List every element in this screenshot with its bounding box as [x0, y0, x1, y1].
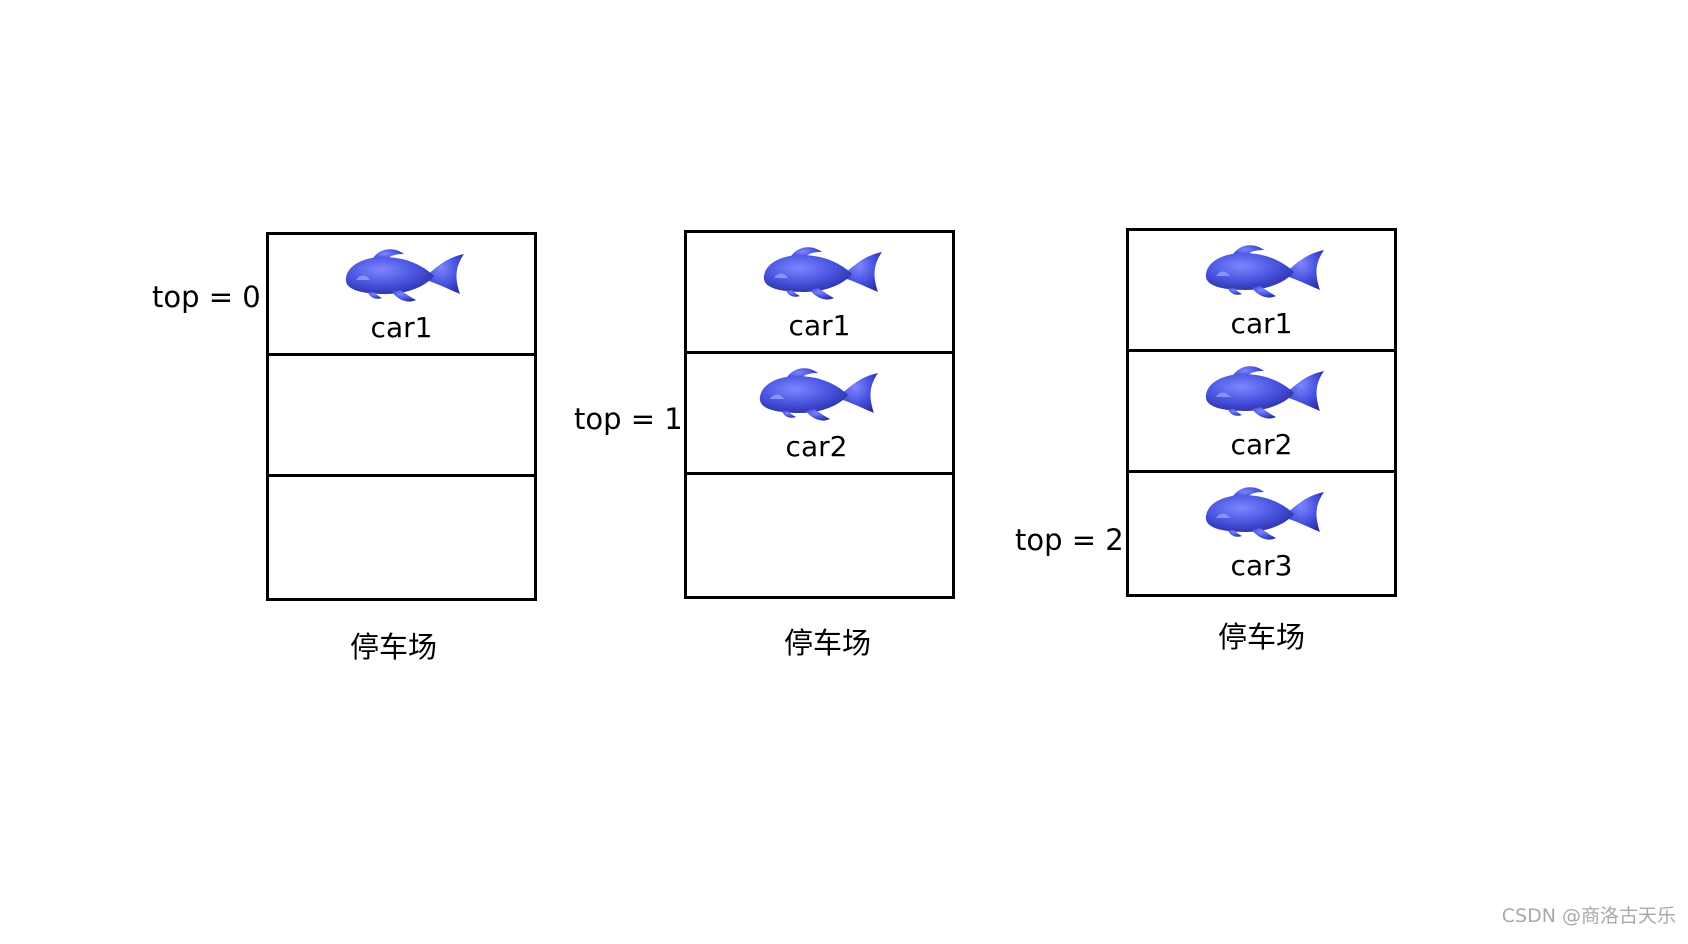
- car-label: car2: [1230, 428, 1293, 461]
- fish-icon: [756, 363, 881, 425]
- car-label: car1: [370, 311, 433, 344]
- stack-slot: car3: [1129, 473, 1394, 594]
- car-label: car3: [1230, 549, 1293, 582]
- fish-icon: [1202, 482, 1327, 544]
- parking-stack: car1 car2: [684, 230, 955, 599]
- top-pointer-label: top = 1: [574, 402, 683, 436]
- fish-icon: [760, 242, 885, 304]
- stack-slot: car1: [687, 233, 952, 354]
- car-label: car1: [1230, 307, 1293, 340]
- stack-slot: [269, 356, 534, 477]
- parking-stack: car1: [266, 232, 537, 601]
- car-label: car1: [788, 309, 851, 342]
- car-label: car2: [785, 430, 848, 463]
- parking-lot-caption: 停车场: [783, 626, 871, 660]
- parking-lot-caption: 停车场: [349, 630, 437, 664]
- fish-icon: [1202, 361, 1327, 423]
- top-pointer-label: top = 2: [1015, 523, 1124, 557]
- watermark: CSDN @商洛古天乐: [1501, 905, 1676, 927]
- stack-slot: [269, 477, 534, 598]
- parking-lot-caption: 停车场: [1217, 620, 1305, 654]
- stack-slot: car1: [1129, 231, 1394, 352]
- stack-slot: car1: [269, 235, 534, 356]
- fish-icon: [1202, 240, 1327, 302]
- top-pointer-label: top = 0: [152, 280, 261, 314]
- stack-slot: car2: [687, 354, 952, 475]
- parking-stack: car1 car2 car3: [1126, 228, 1397, 597]
- stack-slot: car2: [1129, 352, 1394, 473]
- stack-slot: [687, 475, 952, 596]
- fish-icon: [342, 244, 467, 306]
